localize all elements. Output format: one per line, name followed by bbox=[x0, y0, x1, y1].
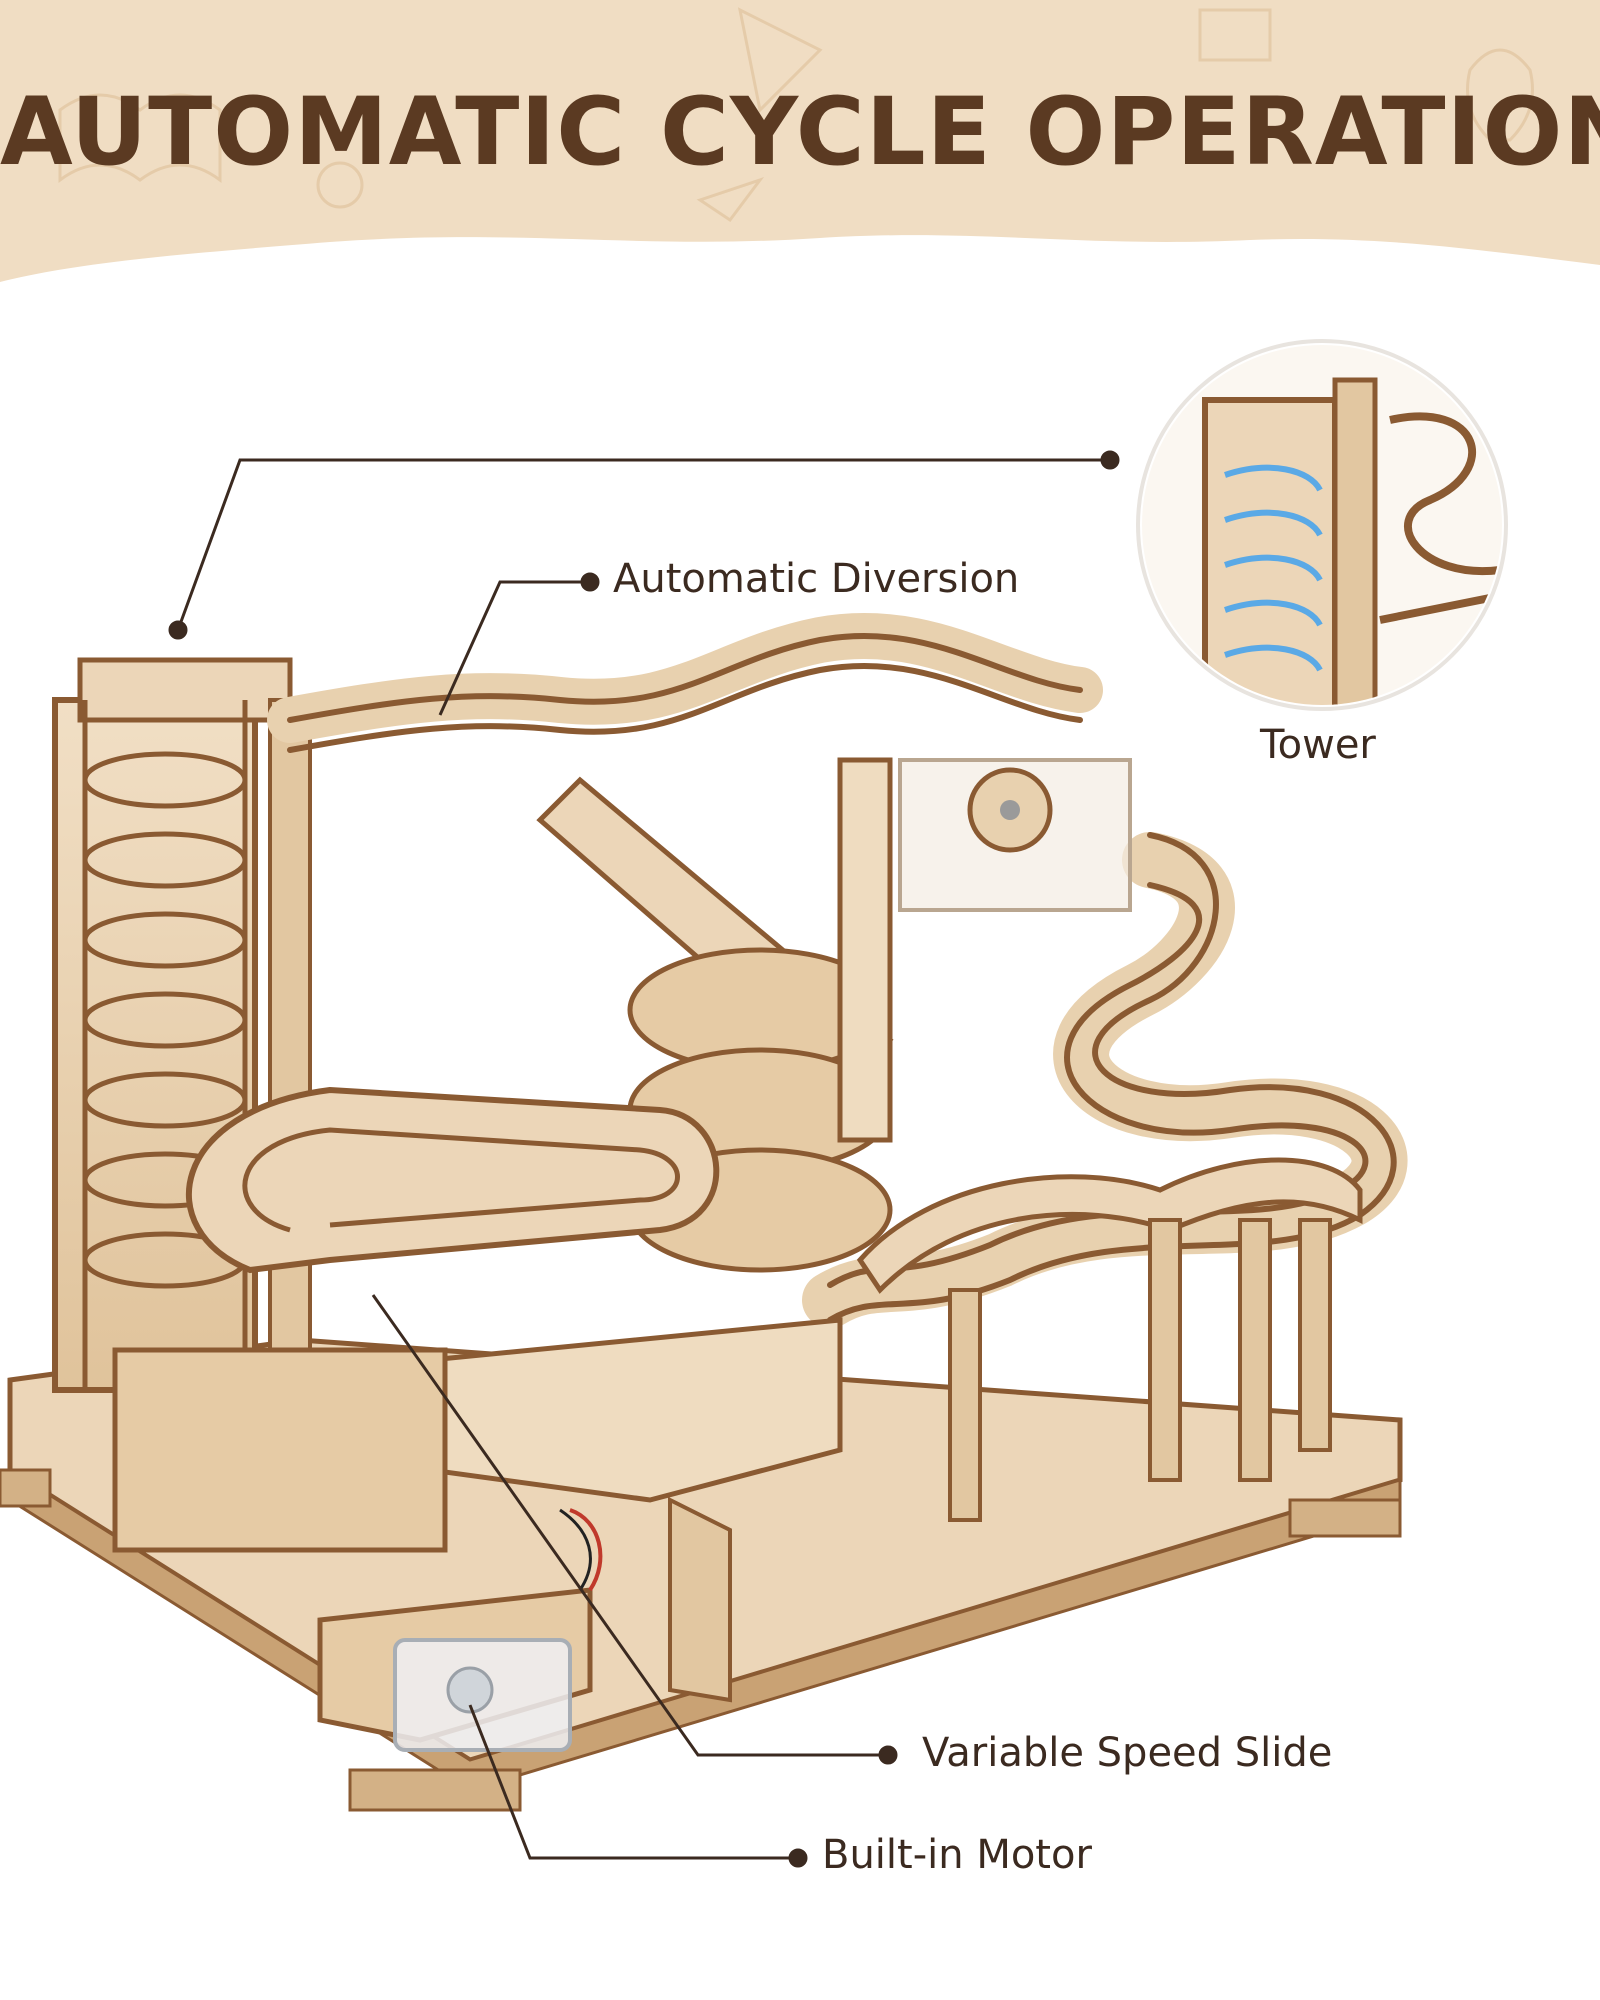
gear-housing bbox=[898, 758, 1132, 912]
header-banner bbox=[0, 0, 1600, 282]
page-title: AUTOMATIC CYCLE OPERATION bbox=[0, 78, 1600, 187]
lower-structure bbox=[112, 1317, 843, 1703]
winding-track bbox=[802, 832, 1408, 1328]
upper-track bbox=[267, 613, 1103, 753]
tower-detail-inset bbox=[1136, 339, 1508, 711]
callout-automatic-diversion: Automatic Diversion bbox=[613, 556, 1020, 602]
right-bridge bbox=[856, 1157, 1363, 1522]
variable-speed-slide-track bbox=[185, 1086, 720, 1274]
tower-structure bbox=[52, 657, 312, 1393]
callout-variable-speed-slide: Variable Speed Slide bbox=[922, 1730, 1333, 1776]
leader-lines bbox=[168, 450, 1120, 1868]
callout-tower: Tower bbox=[1260, 722, 1376, 768]
spiral-highlight bbox=[1224, 464, 1323, 672]
callout-built-in-motor: Built-in Motor bbox=[822, 1832, 1092, 1878]
motor-box bbox=[317, 1508, 603, 1752]
